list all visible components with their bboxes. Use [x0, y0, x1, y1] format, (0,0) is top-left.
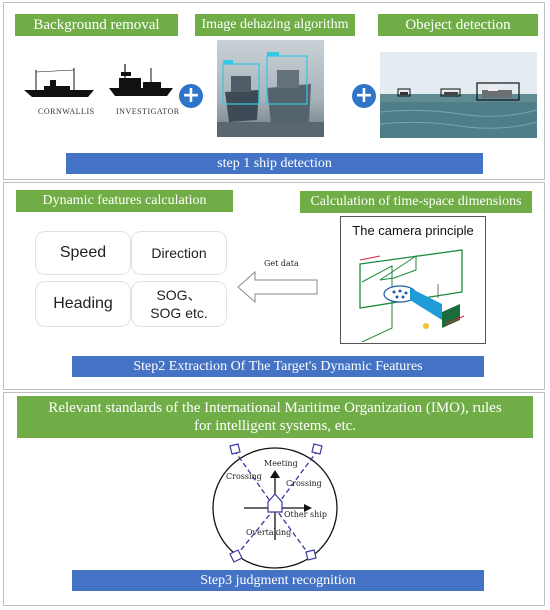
overtaking-label: Overtaking — [246, 528, 292, 537]
feature-sog-card: SOG、SOG etc. — [131, 281, 227, 327]
feature-direction: Direction — [151, 245, 207, 261]
background-removal-title: Background removal — [15, 14, 178, 36]
encounter-circle-icon — [212, 443, 338, 569]
dynamic-features-title: Dynamic features calculation — [16, 190, 233, 212]
crossing-right-label: Crossing — [286, 479, 322, 488]
step3-banner: Step3 judgment recognition — [72, 570, 484, 591]
dehazing-title: Image dehazing algorithm — [195, 14, 355, 36]
feature-heading: Heading — [53, 295, 113, 312]
left-arrow-icon — [237, 270, 318, 304]
camera-principle-title: The camera principle — [352, 223, 474, 238]
imo-standards-title: Relevant standards of the International … — [17, 396, 533, 438]
feature-sog: SOG、SOG etc. — [150, 287, 208, 321]
plus-icon: + — [352, 84, 376, 108]
crossing-left-label: Crossing — [226, 472, 262, 481]
step1-banner: step 1 ship detection — [66, 153, 483, 174]
ship-silhouette-icon — [24, 68, 94, 97]
camera-diagram-icon — [359, 249, 465, 342]
plus-icon: + — [179, 84, 203, 108]
get-data-label: Get data — [264, 259, 299, 268]
step2-banner: Step2 Extraction Of The Target's Dynamic… — [72, 356, 484, 377]
time-space-title: Calculation of time-space dimensions — [300, 191, 532, 213]
dehazing-image — [217, 40, 324, 137]
detection-image — [380, 52, 537, 138]
feature-heading-card: Heading — [35, 281, 131, 327]
ship2-caption: INVESTIGATOR — [116, 107, 180, 116]
other-ship-label: Other ship — [284, 510, 327, 519]
ship1-caption: CORNWALLIS — [38, 107, 95, 116]
object-detection-title: Obeject detection — [378, 14, 538, 36]
feature-speed-card: Speed — [35, 231, 131, 275]
ship-silhouette-icon — [109, 64, 173, 96]
feature-direction-card: Direction — [131, 231, 227, 275]
meeting-label: Meeting — [264, 459, 298, 468]
feature-speed: Speed — [59, 244, 107, 261]
